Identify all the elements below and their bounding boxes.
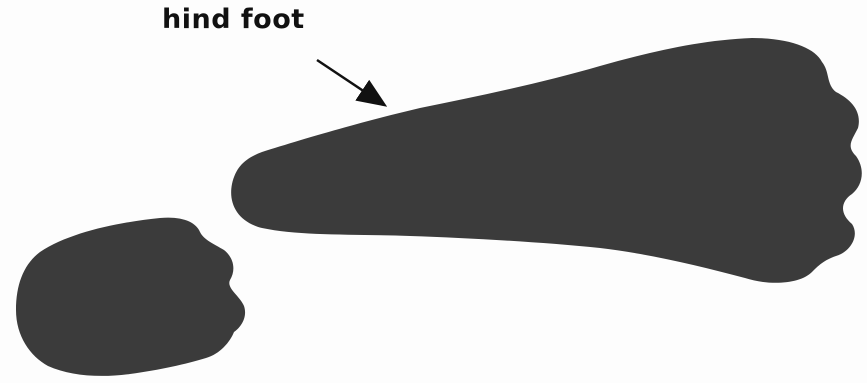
fore-foot-print (16, 218, 245, 376)
hind-foot-print (231, 38, 862, 283)
pointer-arrow (317, 60, 383, 104)
